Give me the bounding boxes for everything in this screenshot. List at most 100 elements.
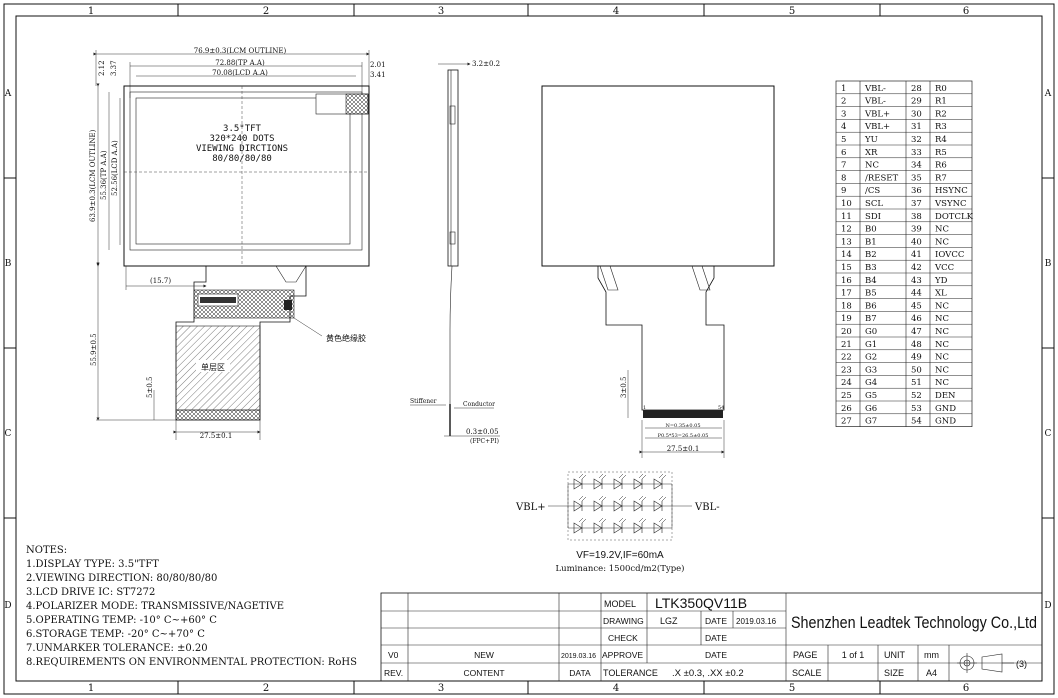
front-view: 76.9±0.3(LCM OUTLINE) 72.88(TP A.A) 70.0… (89, 47, 386, 440)
model-number: LTK350QV11B (655, 595, 747, 611)
pin-number: 29 (911, 97, 922, 107)
pin-signal: XR (865, 148, 878, 158)
pin-number: 23 (841, 365, 852, 375)
col-label-2-bottom: 2 (263, 683, 269, 694)
led-diode-icon (573, 517, 587, 534)
pin-number: 2 (841, 97, 846, 107)
pin-signal: NC (935, 365, 949, 375)
pin-number: 47 (911, 327, 922, 337)
pin-number: 54 (911, 417, 922, 427)
row-label-d: D (4, 601, 11, 611)
row-label-a: A (4, 89, 12, 99)
note-3: 3.LCD DRIVE IC: ST7272 (26, 587, 155, 598)
size-label: SIZE (884, 668, 904, 678)
pin-signal: NC (865, 161, 879, 171)
back-pitch-total: P0.5*53=26.5±0.05 (658, 433, 709, 439)
side-view: 3.2±0.2 Stiffener Conductor 0.3±0.05 (FP… (410, 60, 500, 445)
pin-number: 33 (911, 148, 922, 158)
back-width: 27.5±0.1 (667, 445, 700, 453)
led-diode-icon (593, 517, 607, 534)
col-label-6: 6 (963, 6, 969, 17)
pin-table-frame (835, 80, 973, 427)
date-label-3: DATE (705, 650, 727, 660)
col-label-1-bottom: 1 (88, 683, 94, 694)
pin-signal: G0 (865, 327, 877, 337)
pin-number: 41 (911, 250, 922, 260)
rev-v0: V0 (388, 650, 399, 660)
label-conductor: Conductor (463, 401, 495, 408)
scale-label: SCALE (792, 668, 822, 678)
dim-lcd-aa-width: 70.08(LCD A.A) (212, 69, 268, 77)
pin-number: 14 (841, 250, 852, 260)
pin-signal: G2 (865, 353, 877, 363)
date-label-1: DATE (705, 616, 727, 626)
pin-number: 35 (911, 173, 922, 183)
pin-number: 40 (911, 237, 922, 247)
dim-right-1: 2.01 (370, 61, 386, 69)
pin-number: 34 (911, 161, 922, 171)
pin-number: 52 (911, 391, 922, 401)
pin-signal: G3 (865, 365, 877, 375)
pin-number: 38 (911, 212, 922, 222)
side-thickness-note: (FPC+PI) (470, 438, 499, 445)
pin-number: 16 (841, 276, 852, 286)
content-label: CONTENT (463, 668, 504, 678)
dim-left-1: 2.12 (98, 60, 106, 76)
pin-signal: B0 (865, 225, 877, 235)
model-label: MODEL (604, 599, 636, 609)
pin-number: 48 (911, 340, 922, 350)
pin-number: 45 (911, 301, 922, 311)
dim-outline-width: 76.9±0.3(LCM OUTLINE) (194, 47, 287, 55)
pin-number: 50 (911, 365, 922, 375)
note-7: 7.UNMARKER TOLERANCE: ±0.20 (26, 643, 208, 654)
pin-signal: NC (935, 237, 949, 247)
unit-label: UNIT (884, 650, 905, 660)
outer-border (3, 3, 1055, 695)
pin-number: 30 (911, 109, 922, 119)
row-label-c-right: C (1045, 429, 1052, 439)
col-label-3: 3 (438, 6, 444, 17)
row-label-b: B (5, 259, 12, 269)
pin-number: 43 (911, 276, 922, 286)
pin-signal: R6 (935, 161, 947, 171)
pin-number: 18 (841, 301, 852, 311)
pin-number: 6 (841, 148, 846, 158)
pin-signal: SDI (865, 212, 881, 222)
center-text-line-1: 3.5"TFT (223, 124, 262, 134)
row-label-a-right: A (1044, 89, 1052, 99)
notes: NOTES: 1.DISPLAY TYPE: 3.5"TFT 2.VIEWING… (26, 545, 357, 668)
pin-signal: R1 (935, 97, 947, 107)
side-panel (447, 69, 459, 267)
pin-signal: VBL+ (864, 109, 890, 119)
led-diode-icon (653, 473, 667, 490)
pin-signal: VBL- (864, 84, 886, 94)
pin-signal: B7 (865, 314, 877, 324)
notes-title: NOTES: (26, 545, 67, 556)
pin-number: 19 (841, 314, 852, 324)
page-label: PAGE (793, 650, 817, 660)
col-label-1: 1 (88, 6, 94, 17)
size-value: A4 (926, 668, 937, 678)
pin-signal: XL (935, 289, 947, 299)
note-2: 2.VIEWING DIRECTION: 80/80/80/80 (26, 573, 217, 584)
projection-symbol-icon (957, 653, 1014, 673)
pin-number: 4 (841, 122, 846, 132)
pin-signal: NC (935, 340, 949, 350)
pin-signal: B1 (865, 237, 877, 247)
pin-number: 20 (841, 327, 852, 337)
dim-right-2: 3.41 (370, 71, 386, 79)
dim-tp-aa-height: 55.36(TP A.A) (100, 150, 108, 200)
pin-number: 28 (911, 84, 922, 94)
col-label-3-bottom: 3 (438, 683, 444, 694)
title-block: MODEL LTK350QV11B DRAWING LGZ DATE 2019.… (380, 592, 1043, 682)
gold-fingers (175, 409, 261, 421)
pin-number: 51 (911, 378, 922, 388)
pin-signal: B6 (865, 301, 877, 311)
dim-tp-aa-width: 72.88(TP A.A) (215, 59, 265, 67)
pin-number: 9 (841, 186, 846, 196)
tolerance-value: .X ±0.3, .XX ±0.2 (672, 668, 744, 679)
pin-number: 44 (911, 289, 922, 299)
dim-fpc-width: 27.5±0.1 (200, 432, 233, 440)
